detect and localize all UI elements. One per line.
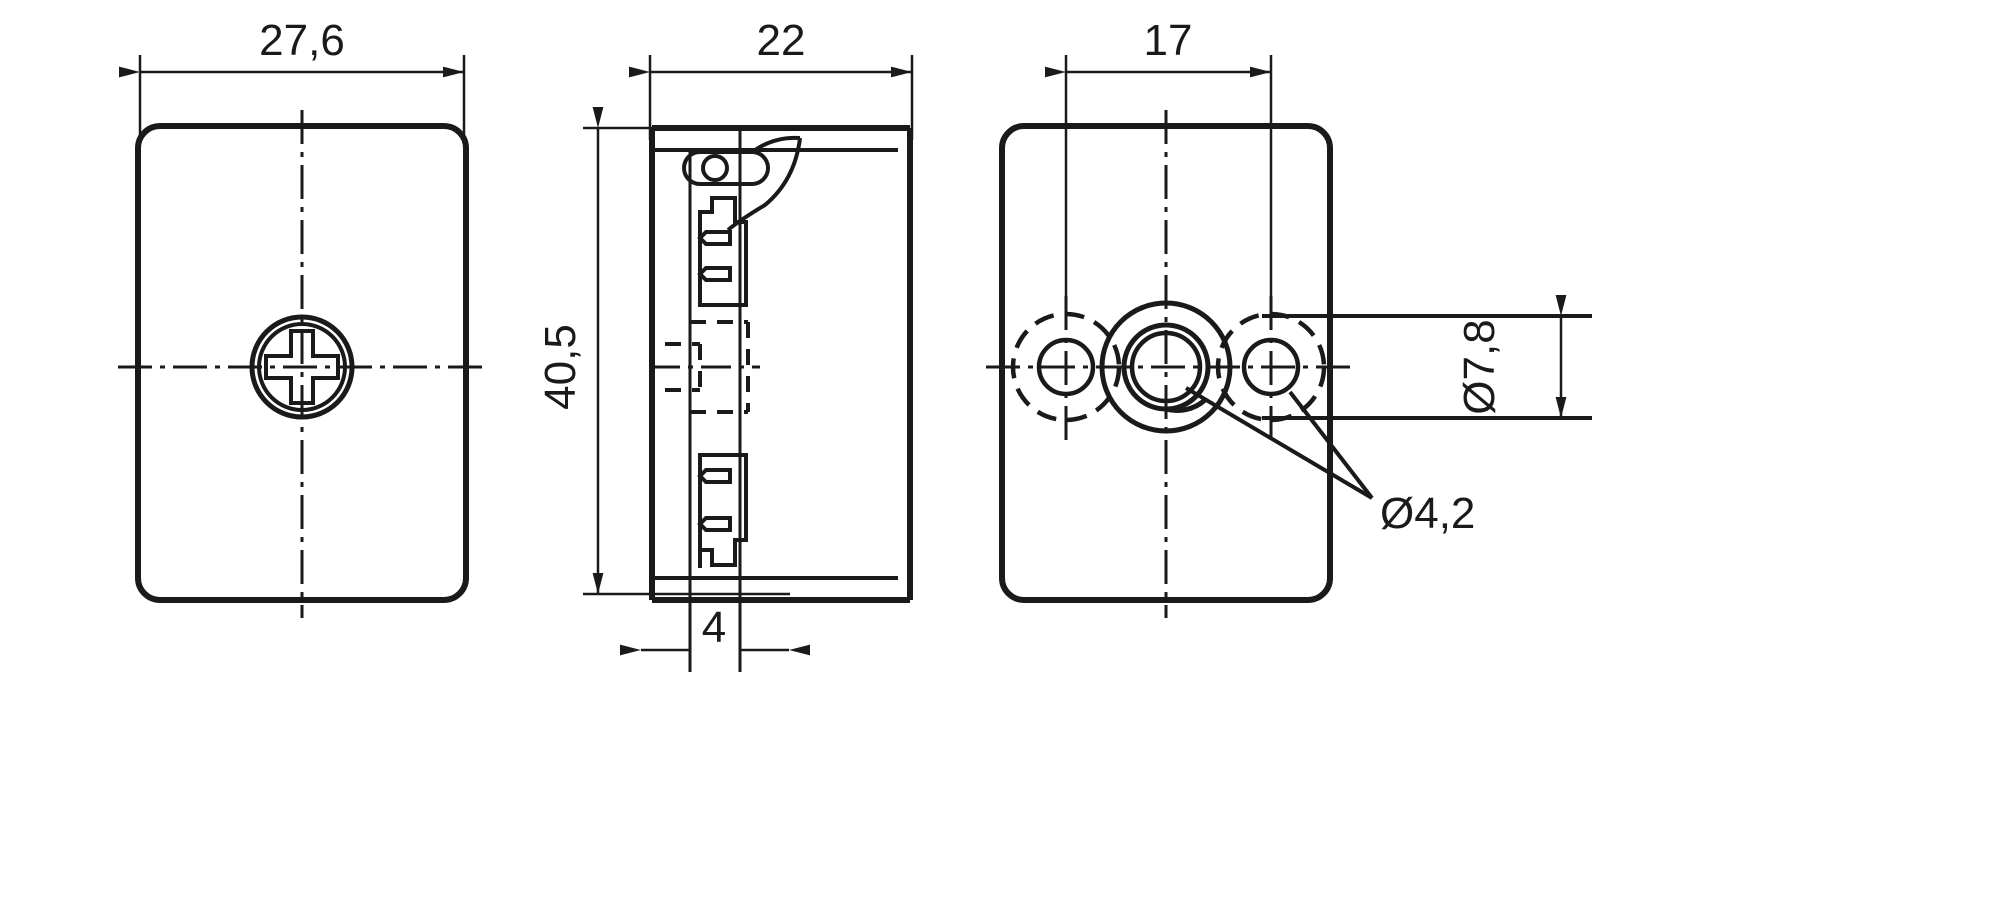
front-centrelines xyxy=(118,110,486,618)
leader-hole-diameter xyxy=(1184,386,1374,500)
front-view xyxy=(118,55,486,618)
side-terminal-clamp-upper xyxy=(697,196,748,307)
side-body-outline xyxy=(649,125,913,603)
dim-label-height-side: 40,5 xyxy=(536,324,585,410)
dimension-height-side xyxy=(583,107,790,596)
dim-label-depth-side: 22 xyxy=(757,16,806,65)
side-hidden-bore xyxy=(665,320,750,414)
dim-label-wall-thickness: 4 xyxy=(702,603,726,652)
side-internal-walls xyxy=(688,128,742,672)
dimension-depth-side xyxy=(629,55,914,140)
side-view xyxy=(583,55,914,672)
dim-label-hole-diameter: Ø4,2 xyxy=(1380,489,1475,538)
dimension-bore-diameter xyxy=(1262,295,1592,420)
dim-label-width-front: 27,6 xyxy=(259,16,345,65)
side-cover-lines xyxy=(655,148,898,580)
side-terminal-clamp-lower xyxy=(697,453,748,568)
side-top-lug xyxy=(682,135,802,232)
dimension-width-front xyxy=(119,55,466,140)
rear-central-boss xyxy=(1099,300,1233,434)
rear-view xyxy=(986,55,1592,618)
dim-label-hole-spacing: 17 xyxy=(1144,16,1193,65)
rear-hole-left xyxy=(1010,311,1122,423)
screw-head xyxy=(249,314,355,420)
dim-label-bore-diameter: Ø7,8 xyxy=(1455,319,1504,414)
dimension-hole-spacing xyxy=(1045,55,1273,330)
